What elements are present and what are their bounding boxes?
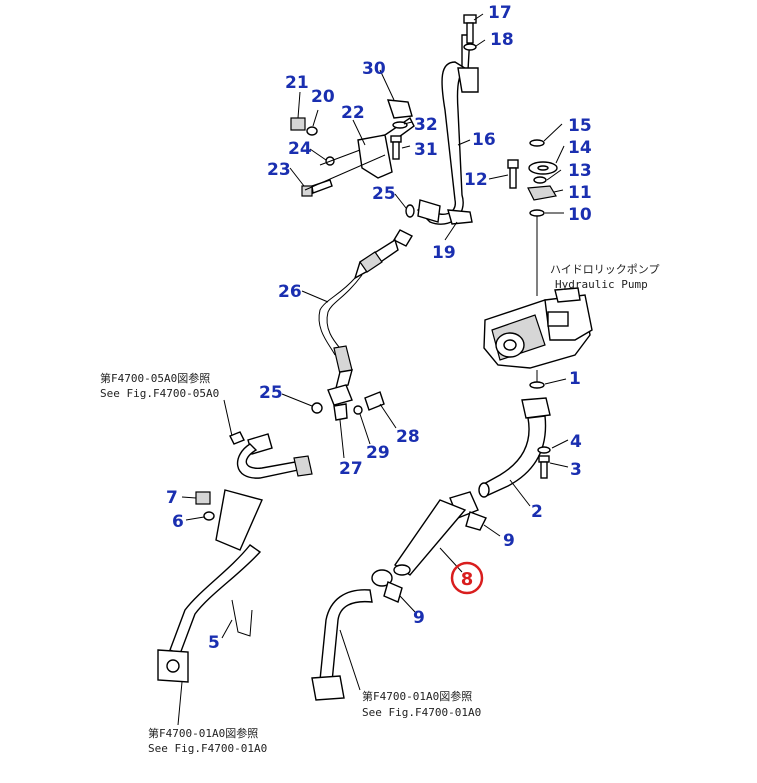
callout-14: 14 [568, 138, 592, 158]
flange-27 [327, 384, 353, 421]
washer-6 [203, 511, 215, 521]
clamp-30 [386, 99, 413, 119]
callout-23: 23 [267, 160, 291, 180]
nut-7 [195, 491, 211, 505]
suction-pipe-2 [478, 397, 551, 498]
ref-bottom-left-ja: 第F4700-01A0図参照 [148, 726, 258, 740]
hydraulic-pump [483, 287, 593, 369]
callout-8: 8 [461, 569, 474, 590]
ref-bottom-left-en: See Fig.F4700-01A0 [148, 742, 267, 755]
o-ring-13 [533, 176, 547, 184]
washer-4 [537, 446, 551, 454]
reference-bottom-center: 第F4700-01A0図参照 See Fig.F4700-01A0 [362, 689, 481, 719]
callout-30: 30 [362, 59, 386, 79]
callout-9-upper: 9 [503, 531, 515, 551]
ref-bottom-center-en: See Fig.F4700-01A0 [362, 706, 481, 719]
ref-bottom-center-ja: 第F4700-01A0図参照 [362, 689, 472, 703]
callout-24: 24 [288, 139, 312, 159]
callout-20: 20 [311, 87, 335, 107]
nut-11 [527, 185, 557, 201]
callout-28: 28 [396, 427, 420, 447]
callout-13: 13 [568, 161, 592, 181]
o-ring-25-bottom [311, 402, 323, 414]
bolt-31 [390, 135, 402, 160]
callout-12: 12 [464, 170, 488, 190]
reference-left-mid: 第F4700-05A0図参照 See Fig.F4700-05A0 [100, 371, 219, 400]
hose-clamp-9-lower [371, 569, 403, 603]
ref-left-mid-en: See Fig.F4700-05A0 [100, 387, 219, 400]
washer-18 [463, 43, 477, 51]
washer-32 [392, 121, 408, 129]
o-ring-1 [529, 381, 545, 389]
hose-clamp-9-upper [465, 511, 487, 531]
callout-1: 1 [569, 369, 581, 389]
washer-29 [353, 405, 363, 415]
nut-21 [290, 117, 306, 131]
callout-11: 11 [568, 183, 592, 203]
callout-27: 27 [339, 459, 363, 479]
pump-label: ハイドロリックポンプ Hydraulic Pump [550, 263, 659, 291]
o-ring-25-top [405, 204, 415, 218]
callout-22: 22 [341, 103, 365, 123]
callout-32: 32 [414, 115, 438, 135]
bolt-12 [507, 159, 519, 189]
callout-3: 3 [570, 460, 582, 480]
callout-29: 29 [366, 443, 390, 463]
callout-7: 7 [166, 488, 178, 508]
callout-26: 26 [278, 282, 302, 302]
callout-25-lower: 25 [259, 383, 283, 403]
callout-15: 15 [568, 116, 592, 136]
reference-bottom-left: 第F4700-01A0図参照 See Fig.F4700-01A0 [148, 726, 267, 755]
pipe-lower-center [311, 589, 373, 701]
callout-6: 6 [172, 512, 184, 532]
washer-20 [306, 126, 318, 136]
hose-26 [318, 229, 413, 389]
flange-14 [528, 161, 558, 175]
o-ring-15 [529, 139, 545, 147]
bolt-23 [301, 179, 333, 197]
o-ring-10 [529, 209, 545, 217]
callout-2: 2 [531, 502, 543, 522]
callout-16: 16 [472, 130, 496, 150]
callout-5: 5 [208, 633, 220, 653]
bolt-3 [538, 455, 550, 479]
hose-lower-left [229, 431, 313, 479]
callout-21: 21 [285, 73, 309, 93]
callout-18: 18 [490, 30, 514, 50]
callout-17: 17 [488, 3, 512, 23]
pipe-5-assembly [157, 489, 263, 683]
callout-10: 10 [568, 205, 592, 225]
highlight-circle-8 [450, 561, 484, 595]
hose-8 [393, 491, 479, 576]
split-flange-19 [417, 199, 473, 225]
callout-9-lower: 9 [413, 608, 425, 628]
callout-25: 25 [372, 184, 396, 204]
bolt-28 [364, 391, 385, 411]
ref-left-mid-ja: 第F4700-05A0図参照 [100, 371, 210, 385]
callout-19: 19 [432, 243, 456, 263]
callout-4: 4 [570, 432, 582, 452]
pump-label-en: Hydraulic Pump [555, 278, 648, 291]
callouts: 17 18 30 21 20 22 32 16 15 14 31 24 23 2… [166, 3, 592, 653]
callout-31: 31 [414, 140, 438, 160]
leader-lines [177, 13, 569, 726]
pump-label-ja: ハイドロリックポンプ [550, 263, 659, 276]
